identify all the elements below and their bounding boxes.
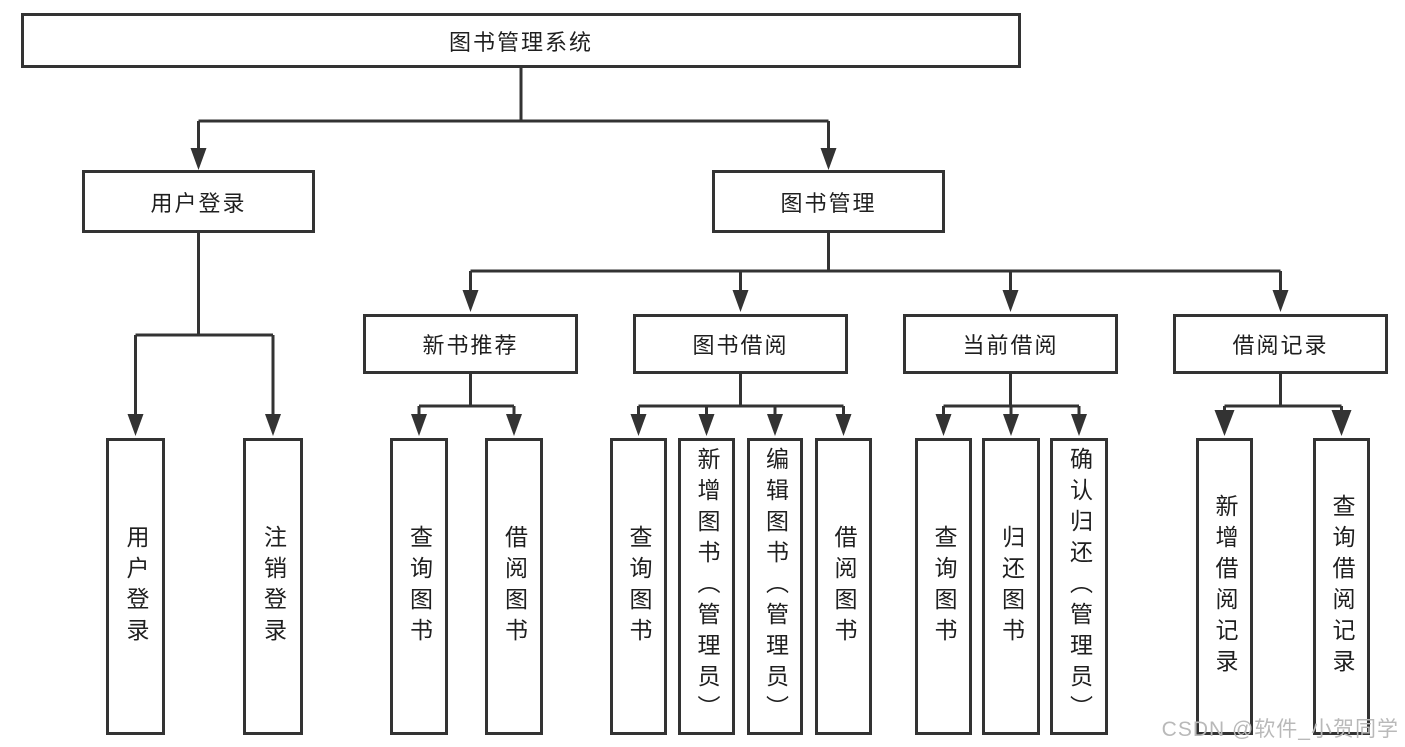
node-book-borrow: 图书借阅 <box>633 314 848 374</box>
leaf-current-return-books: 归还图书 <box>982 438 1040 735</box>
node-book-management: 图书管理 <box>712 170 945 233</box>
leaf-newbook-borrow-books: 借阅图书 <box>485 438 543 735</box>
leaf-borrow-borrow-books: 借阅图书 <box>815 438 872 735</box>
leaf-user-login: 用户登录 <box>106 438 165 735</box>
leaf-borrow-edit-books-admin: 编辑图书（管理员） <box>747 438 803 735</box>
node-new-book-recommend: 新书推荐 <box>363 314 578 374</box>
node-user-login: 用户登录 <box>82 170 315 233</box>
node-current-borrow: 当前借阅 <box>903 314 1118 374</box>
node-book-management-system: 图书管理系统 <box>21 13 1021 68</box>
leaf-borrow-add-books-admin: 新增图书（管理员） <box>678 438 735 735</box>
leaf-current-query-books: 查询图书 <box>915 438 972 735</box>
leaf-records-query-record: 查询借阅记录 <box>1313 438 1370 735</box>
leaf-newbook-query-books: 查询图书 <box>390 438 448 735</box>
leaf-current-confirm-return-admin: 确认归还（管理员） <box>1050 438 1108 735</box>
csdn-watermark: CSDN @软件_小贺同学 <box>1161 718 1399 741</box>
node-borrow-records: 借阅记录 <box>1173 314 1388 374</box>
leaf-logout: 注销登录 <box>243 438 303 735</box>
leaf-records-add-record: 新增借阅记录 <box>1196 438 1253 735</box>
leaf-borrow-query-books: 查询图书 <box>610 438 667 735</box>
